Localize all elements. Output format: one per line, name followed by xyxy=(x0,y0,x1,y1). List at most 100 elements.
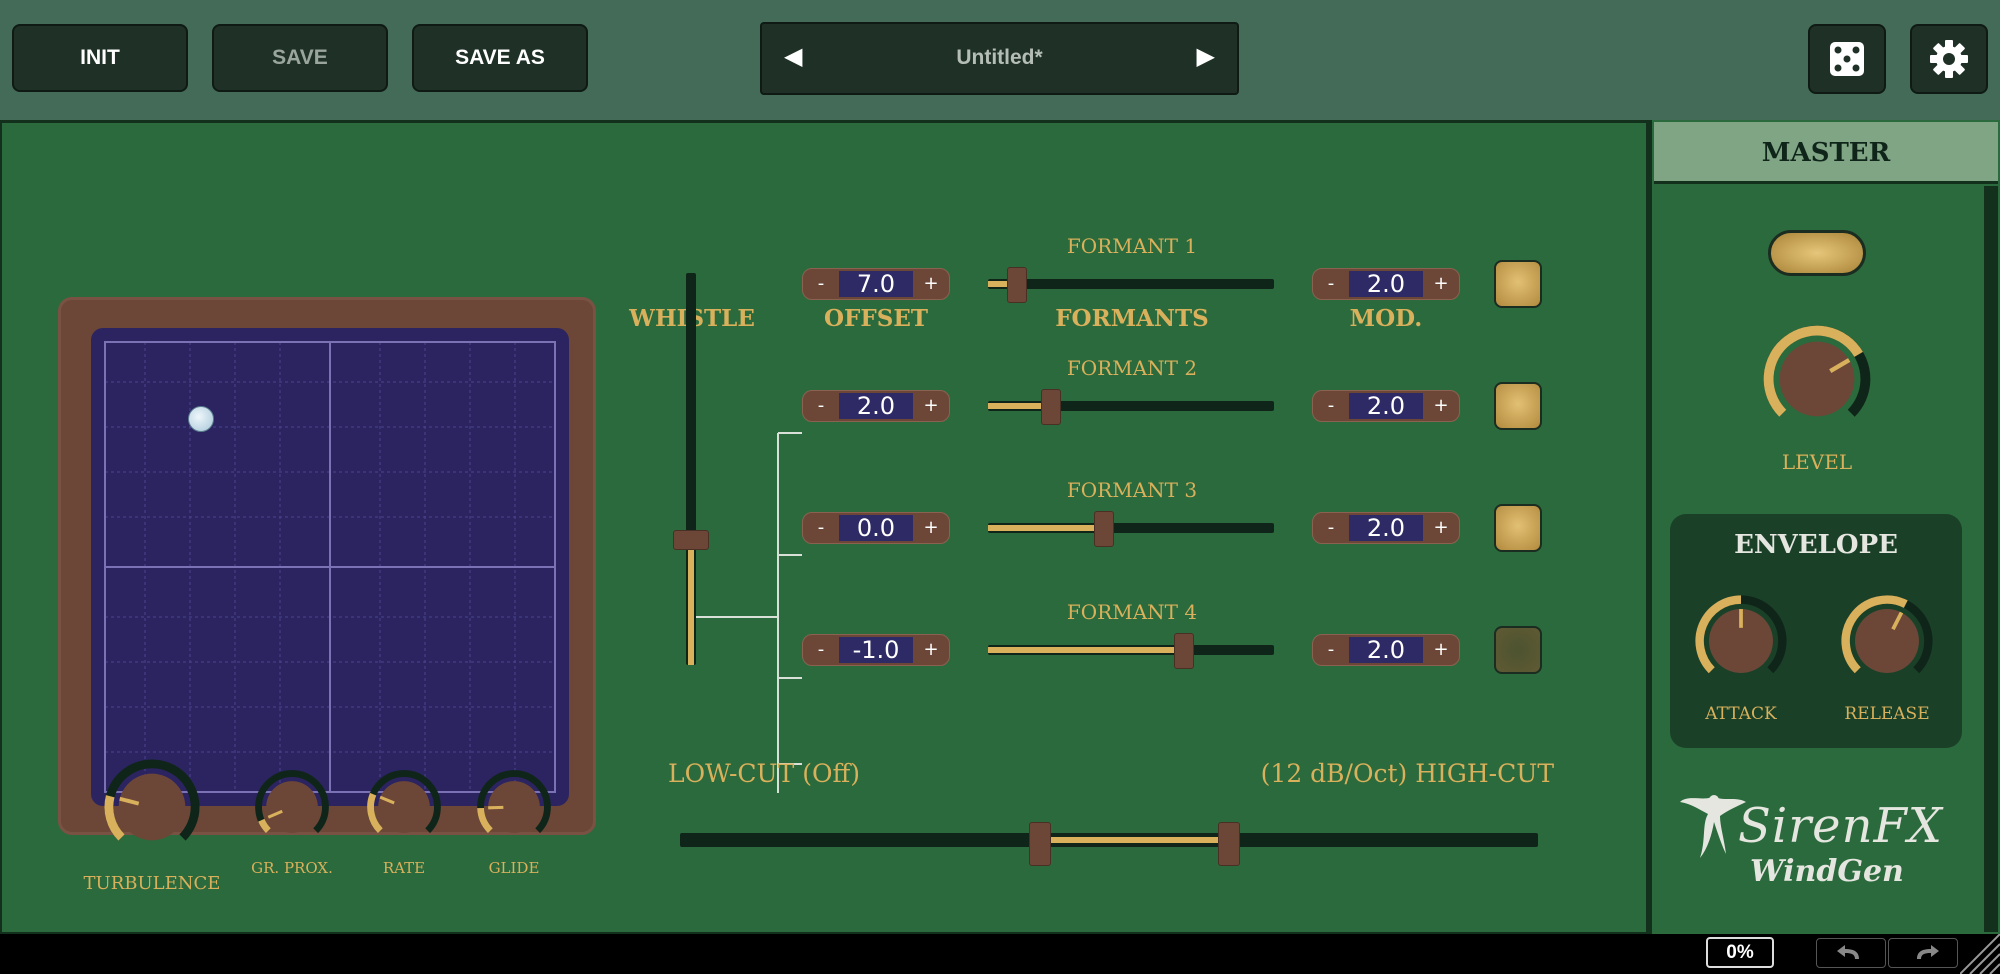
high-cut-label: (12 dB/Oct) HIGH-CUT xyxy=(1260,759,1554,788)
formant-3-offset-stepper-minus-button[interactable]: - xyxy=(817,517,825,538)
level-label: LEVEL xyxy=(1781,450,1853,474)
formant-4-mod-stepper-minus-button[interactable]: - xyxy=(1327,639,1335,660)
formant-4-offset-stepper-minus-button[interactable]: - xyxy=(817,639,825,660)
formant-2-label: FORMANT 2 xyxy=(1066,356,1198,380)
turbulence-knob[interactable] xyxy=(103,758,201,856)
formant-2-slider-thumb[interactable] xyxy=(1041,389,1061,425)
settings-button[interactable] xyxy=(1910,24,1988,94)
formant-4-label: FORMANT 4 xyxy=(1066,600,1198,624)
save-as-button[interactable]: SAVE AS xyxy=(412,24,588,92)
formant-2-offset-stepper-minus-button[interactable]: - xyxy=(817,395,825,416)
formant-1-offset-stepper: -7.0 + xyxy=(802,268,950,300)
envelope-section: ENVELOPE ATTACK RELEASE xyxy=(1670,514,1962,748)
rate-label: RATE xyxy=(382,859,426,877)
formant-4-offset-stepper: --1.0 + xyxy=(802,634,950,666)
glide-knob[interactable] xyxy=(476,769,552,845)
preset-name[interactable]: Untitled* xyxy=(956,46,1043,69)
formant-1-slider-thumb[interactable] xyxy=(1007,267,1027,303)
formant-1-offset-stepper-value[interactable]: 7.0 xyxy=(839,271,913,297)
formant-3-mod-toggle[interactable] xyxy=(1494,504,1542,552)
gr-prox-knob[interactable] xyxy=(254,769,330,845)
resize-grip-icon[interactable] xyxy=(1960,934,2000,974)
formant-2-mod-toggle[interactable] xyxy=(1494,382,1542,430)
formant-2-slider[interactable] xyxy=(988,389,1274,425)
formant-3-offset-stepper-plus-button[interactable]: + xyxy=(923,517,939,538)
whistle-slider[interactable] xyxy=(673,273,709,665)
formant-3-offset-stepper: -0.0 + xyxy=(802,512,950,544)
zoom-readout[interactable]: 0% xyxy=(1706,937,1774,968)
formant-4-slider[interactable] xyxy=(988,633,1274,669)
formant-2-slider-fill xyxy=(988,403,1051,409)
formant-2-offset-stepper-value[interactable]: 2.0 xyxy=(839,393,913,419)
formant-2-mod-stepper-plus-button[interactable]: + xyxy=(1433,395,1449,416)
formant-4-mod-stepper-plus-button[interactable]: + xyxy=(1433,639,1449,660)
logo-text-windgen: WindGen xyxy=(1750,854,1904,889)
formants-heading: FORMANTS xyxy=(1055,305,1209,332)
formant-1-offset-stepper-plus-button[interactable]: + xyxy=(923,273,939,294)
filter-range-slider[interactable] xyxy=(680,822,1538,866)
next-preset-button[interactable]: ▶ xyxy=(1196,42,1215,70)
glide-knob-graphic xyxy=(477,770,551,834)
formant-4-slider-thumb[interactable] xyxy=(1174,633,1194,669)
high-cut-thumb[interactable] xyxy=(1218,822,1241,866)
attack-knob-graphic xyxy=(1695,595,1787,674)
formant-1-slider-fill xyxy=(988,281,1017,287)
formant-3-mod-stepper-value[interactable]: 2.0 xyxy=(1349,515,1423,541)
xy-pad[interactable] xyxy=(91,328,569,806)
preset-selector[interactable]: ◀ Untitled* ▶ xyxy=(760,22,1239,95)
xy-pad-grid xyxy=(104,341,556,793)
master-scrollbar[interactable] xyxy=(1984,186,1998,932)
siren-emblem-icon xyxy=(1680,795,1746,858)
formant-4-mod-stepper-value[interactable]: 2.0 xyxy=(1349,637,1423,663)
formant-4-mod-stepper: -2.0 + xyxy=(1312,634,1460,666)
redo-button[interactable] xyxy=(1888,938,1958,968)
formant-3-mod-stepper: -2.0 + xyxy=(1312,512,1460,544)
formant-1-offset-stepper-minus-button[interactable]: - xyxy=(817,273,825,294)
formant-1-slider[interactable] xyxy=(988,267,1274,303)
formant-1-mod-stepper-minus-button[interactable]: - xyxy=(1327,273,1335,294)
whistle-bracket xyxy=(695,432,802,793)
attack-knob[interactable] xyxy=(1694,594,1788,688)
formant-3-slider-fill xyxy=(988,525,1104,531)
master-header: MASTER xyxy=(1654,122,1998,184)
formant-4-mod-toggle[interactable] xyxy=(1494,626,1542,674)
formant-1-mod-stepper-value[interactable]: 2.0 xyxy=(1349,271,1423,297)
formant-1-mod-stepper: -2.0 + xyxy=(1312,268,1460,300)
whistle-slider-thumb[interactable] xyxy=(673,529,709,550)
low-cut-thumb[interactable] xyxy=(1029,822,1052,866)
whistle-slider-fill xyxy=(688,539,694,665)
release-knob[interactable] xyxy=(1840,594,1934,688)
undo-button[interactable] xyxy=(1816,938,1886,968)
formant-1-mod-stepper-plus-button[interactable]: + xyxy=(1433,273,1449,294)
prev-preset-button[interactable]: ◀ xyxy=(784,42,803,70)
offset-heading: OFFSET xyxy=(824,305,928,332)
formant-1-mod-toggle[interactable] xyxy=(1494,260,1542,308)
formant-4-offset-stepper-value[interactable]: -1.0 xyxy=(839,637,913,663)
level-knob[interactable] xyxy=(1762,324,1872,434)
mod-heading: MOD. xyxy=(1349,305,1423,332)
formant-2-mod-stepper-minus-button[interactable]: - xyxy=(1327,395,1335,416)
master-bypass-toggle[interactable] xyxy=(1768,230,1866,276)
low-cut-label: LOW-CUT (Off) xyxy=(668,759,861,788)
formant-2-mod-stepper-value[interactable]: 2.0 xyxy=(1349,393,1423,419)
formant-3-offset-stepper-value[interactable]: 0.0 xyxy=(839,515,913,541)
rate-knob[interactable] xyxy=(366,769,442,845)
attack-label: ATTACK xyxy=(1705,704,1777,724)
undo-icon xyxy=(1837,945,1859,959)
randomize-button[interactable] xyxy=(1808,24,1886,94)
formant-3-slider[interactable] xyxy=(988,511,1274,547)
formant-1-label: FORMANT 1 xyxy=(1066,234,1198,258)
formant-3-slider-thumb[interactable] xyxy=(1094,511,1114,547)
formant-3-mod-stepper-minus-button[interactable]: - xyxy=(1327,517,1335,538)
formant-3-mod-stepper-plus-button[interactable]: + xyxy=(1433,517,1449,538)
gr-prox-knob-graphic xyxy=(255,770,329,834)
sirenfx-logo: SirenFX WindGen xyxy=(1678,788,1968,898)
status-bar: 0% xyxy=(0,934,2000,974)
save-button[interactable]: SAVE xyxy=(212,24,388,92)
xy-pad-puck[interactable] xyxy=(187,405,214,432)
formant-4-offset-stepper-plus-button[interactable]: + xyxy=(923,639,939,660)
formant-2-offset-stepper-plus-button[interactable]: + xyxy=(923,395,939,416)
filter-range-fill xyxy=(1040,837,1230,843)
init-button[interactable]: INIT xyxy=(12,24,188,92)
envelope-title: ENVELOPE xyxy=(1734,530,1898,560)
